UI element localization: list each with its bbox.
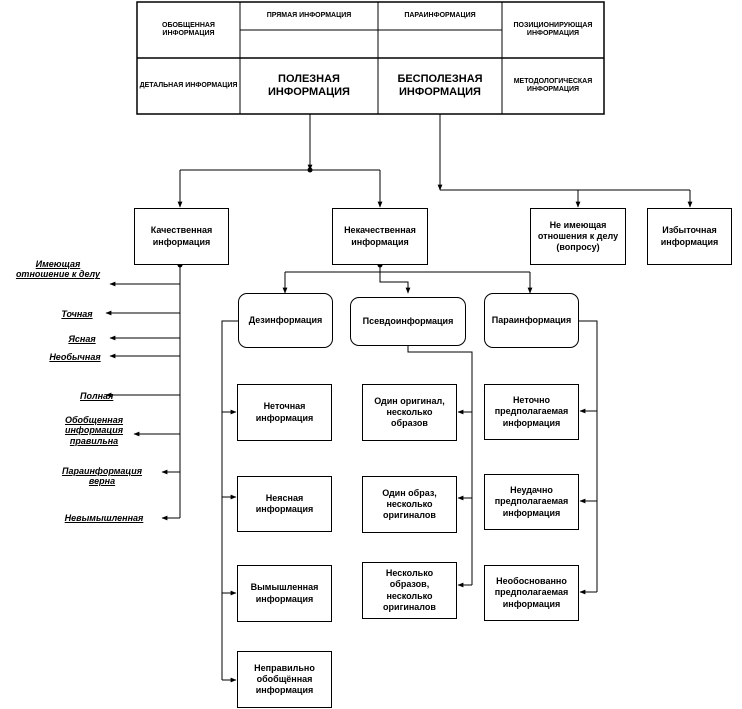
cell-useless: БЕСПОЛЕЗНАЯ ИНФОРМАЦИЯ xyxy=(397,72,483,98)
cell-direct: ПРЯМАЯ ИНФОРМАЦИЯ xyxy=(266,11,352,19)
quality-accurate: Точная xyxy=(61,309,93,319)
node-one-image-many-originals: Один образ, несколько оригиналов xyxy=(362,476,457,533)
node-unsuccessful-assumed: Неудачно предполагаемая информация xyxy=(484,474,579,530)
node-parainfo: Параинформация xyxy=(484,293,579,348)
cell-parainfo: ПАРАИНФОРМАЦИЯ xyxy=(404,11,476,19)
quality-parainfo-true: Параинформация верна xyxy=(61,466,143,487)
node-pseudoinfo: Псевдоинформация xyxy=(350,297,466,346)
cell-positioning: ПОЗИЦИОНИРУЮЩАЯ ИНФОРМАЦИЯ xyxy=(513,21,593,37)
quality-generalized-correct: Обобщенная информация правильна xyxy=(64,415,124,446)
node-wrongly-generalized: Неправильно обобщённая информация xyxy=(237,651,332,708)
quality-unusual: Необычная xyxy=(49,352,101,362)
cell-useful: ПОЛЕЗНАЯ ИНФОРМАЦИЯ xyxy=(268,72,350,98)
quality-complete: Полная xyxy=(80,391,114,401)
node-irrelevant: Не имеющая отношения к делу (вопросу) xyxy=(530,208,626,265)
node-one-original-many-images: Один оригинал, несколько образов xyxy=(362,384,457,441)
node-disinfo: Дезинформация xyxy=(238,293,333,348)
cell-methodological: МЕТОДОЛОГИЧЕСКАЯ ИНФОРМАЦИЯ xyxy=(513,77,593,93)
node-many-images-many-originals: Несколько образов, несколько оригиналов xyxy=(362,562,457,619)
cell-detailed: ДЕТАЛЬНАЯ ИНФОРМАЦИЯ xyxy=(139,81,238,89)
node-fictional: Вымышленная информация xyxy=(237,565,332,622)
quality-relevant: Имеющая отношение к делу xyxy=(15,259,101,280)
node-unclear: Неясная информация xyxy=(237,476,332,532)
node-unfounded-assumed: Необоснованно предполагаемая информация xyxy=(484,565,579,621)
node-inaccurate: Неточная информация xyxy=(237,384,332,441)
cell-generalized: ОБОБЩЕННАЯ ИНФОРМАЦИЯ xyxy=(162,21,215,37)
node-quality: Качественная информация xyxy=(134,208,229,265)
node-nonquality: Некачественная информация xyxy=(332,208,428,265)
quality-nonfictional: Невымышленная xyxy=(64,513,144,523)
node-inexact-assumed: Неточно предполагаемая информация xyxy=(484,384,579,440)
node-redundant: Избыточная информация xyxy=(647,208,732,265)
quality-clear: Ясная xyxy=(68,334,96,344)
